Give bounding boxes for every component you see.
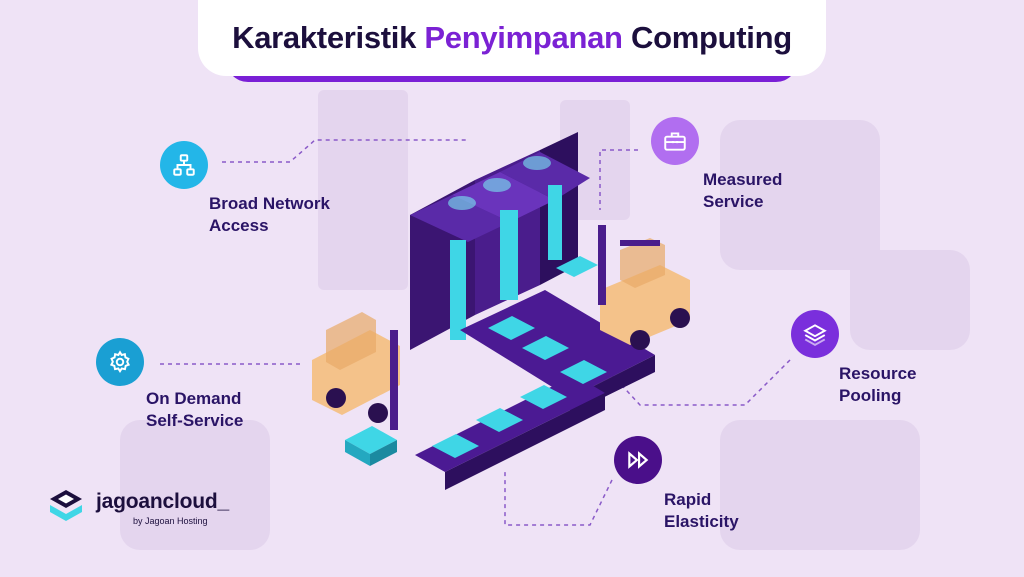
network-icon [160,141,208,189]
gear-icon [96,338,144,386]
rack-light [450,240,466,340]
rack-fan [448,196,476,210]
label-measured-service: Measured Service [703,169,782,213]
connector-lines [160,139,791,526]
brand-logo: jagoancloud_ by Jagoan Hosting [48,488,268,538]
label-line: Broad Network [209,194,330,213]
connector-broad-network [222,139,468,163]
page-title: Karakteristik Penyimpanan Computing [232,20,792,56]
toolbox-icon [651,117,699,165]
logo-subtitle: by Jagoan Hosting [133,516,208,526]
label-line: Self-Service [146,411,244,430]
bg-forklift-silhouette [720,420,920,550]
bg-server-silhouette [318,90,408,290]
logo-mark-icon [50,490,82,521]
rack-light [548,185,562,260]
label-line: Rapid [664,490,712,509]
label-line: Resource [839,364,917,383]
label-rapid-elasticity: Rapid Elasticity [664,489,739,533]
label-broad-network-access: Broad Network Access [209,193,330,237]
rack-fan [523,156,551,170]
label-line: On Demand [146,389,242,408]
bg-forklift-silhouette [720,120,880,270]
connector-rapid-elasticity [504,470,613,526]
title-part1: Karakteristik [232,20,417,55]
fast-forward-icon [614,436,662,484]
title-banner: Karakteristik Penyimpanan Computing [198,0,826,82]
conveyor-belt [415,290,655,490]
rack-fan [483,178,511,192]
label-on-demand-self-service: On Demand Self-Service [146,388,243,432]
bg-forklift-silhouette [120,420,270,550]
label-resource-pooling: Resource Pooling [839,363,916,407]
layers-icon [791,310,839,358]
server-racks [410,132,590,350]
title-part3: Computing [630,20,792,55]
logo-name: jagoancloud_ [96,490,229,513]
connector-measured [599,149,638,210]
label-line: Service [703,192,764,211]
rack-light [500,210,518,300]
label-line: Access [209,216,269,235]
label-line: Measured [703,170,783,189]
title-card: Karakteristik Penyimpanan Computing [198,0,826,76]
forklift-left [312,312,400,466]
conveyor-boxes [432,316,607,458]
label-line: Elasticity [664,512,739,531]
title-part2: Penyimpanan [424,20,623,55]
forklift-right [556,225,690,350]
label-line: Pooling [839,386,902,405]
bg-shape [850,250,970,350]
